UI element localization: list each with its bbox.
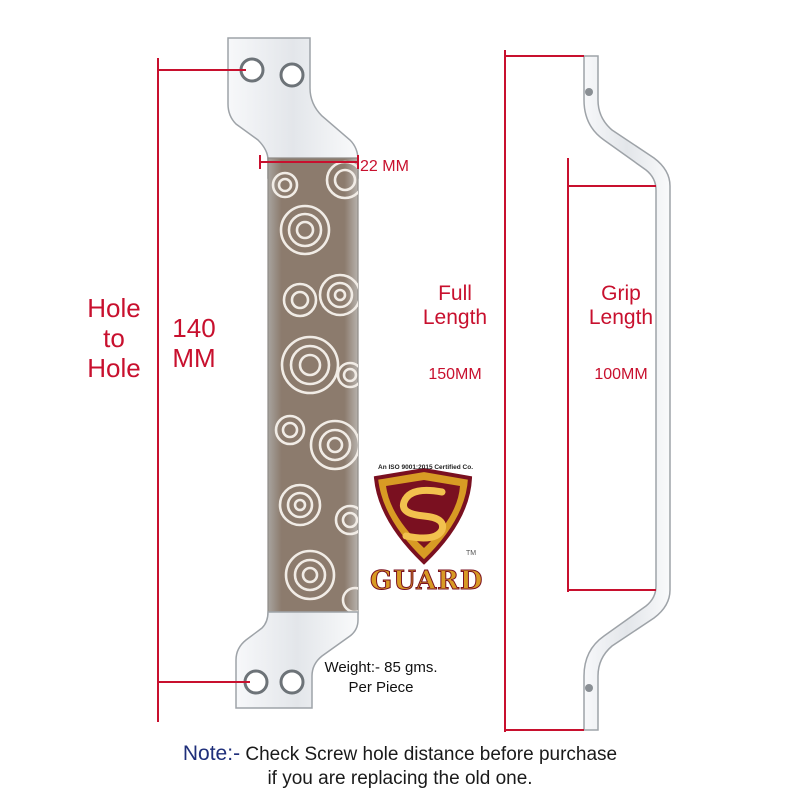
logo-s-mark [399, 486, 447, 542]
screw-hole-top-right [279, 62, 305, 88]
width-label: 22 MM [360, 158, 409, 175]
grip-length-value: 100MM [594, 366, 648, 383]
hole-distance-label: 140 MM [172, 313, 216, 373]
handle-front-view [227, 37, 359, 709]
brand-text: GUARD [369, 566, 484, 597]
dimension-lines [157, 50, 656, 732]
circle-pattern [271, 160, 358, 614]
full-length-value: 150MM [428, 366, 482, 383]
iso-certification: An ISO 9001:2015 Certified Co. [378, 464, 474, 471]
hole-to-hole-label: Hole to Hole [87, 293, 141, 383]
note-line-1: Note:- Check Screw hole distance before … [0, 742, 800, 766]
note-text-1: Check Screw hole distance before purchas… [245, 744, 618, 765]
guard-brand: GUARD [369, 566, 482, 597]
weight-info: Weight:- 85 gms. Per Piece [324, 659, 438, 696]
guard-logo [373, 467, 473, 565]
screw-hole-bottom-right [279, 669, 305, 695]
side-screw-bottom [585, 684, 593, 692]
note-line-2: if you are replacing the old one. [267, 768, 533, 789]
grip-length-label: Grip Length [588, 282, 654, 330]
side-screw-top [585, 88, 593, 96]
note-heading: Note:- [182, 742, 241, 765]
handle-side-view [583, 55, 671, 731]
trademark-mark: TM [466, 550, 477, 557]
full-length-label: Full Length [422, 282, 488, 330]
